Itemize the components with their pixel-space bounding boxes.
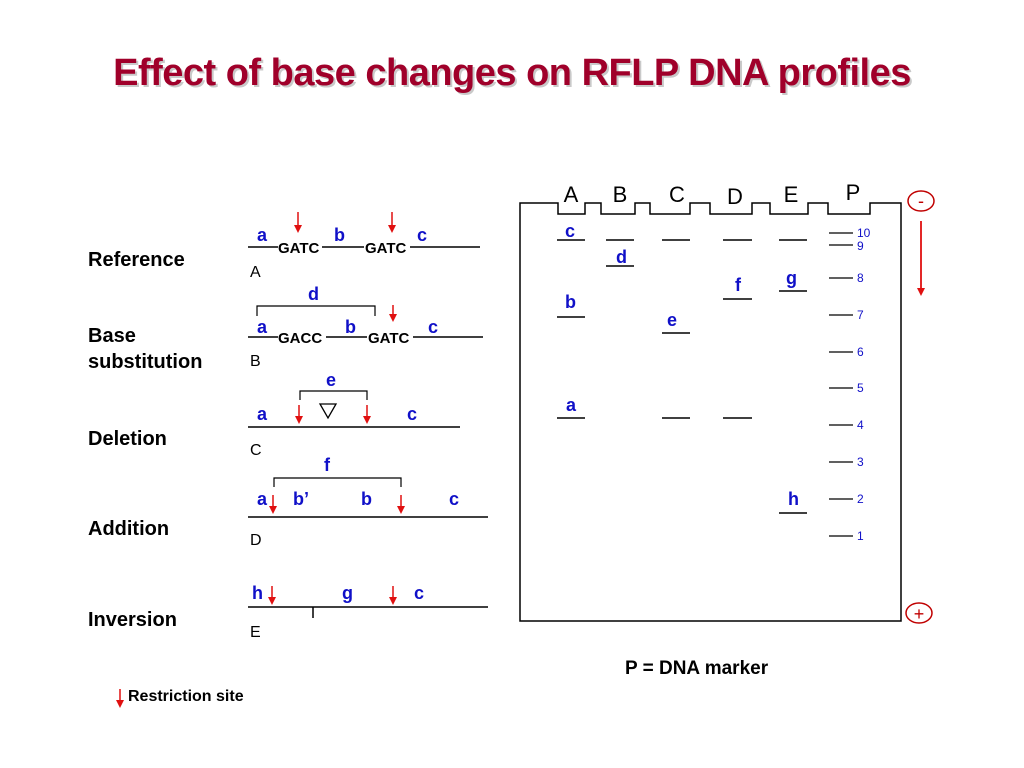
reference-sequence: GATC GATC a b c	[248, 212, 480, 257]
frag-label-d: d	[308, 284, 319, 304]
substitution-sequence: d GACC GATC a b c	[248, 284, 483, 347]
marker-num-2: 2	[857, 492, 864, 506]
band-label-b: b	[565, 292, 576, 312]
slide-title: Effect of base changes on RFLP DNA profi…	[113, 52, 911, 94]
frag-label-b: b	[345, 317, 356, 337]
marker-num-10: 10	[857, 226, 871, 240]
marker-ladder: 10 9 8 7 6 5 4 3 2 1	[829, 226, 871, 543]
lane-label-c: C	[669, 182, 685, 207]
frag-label-b-prime: b’	[293, 489, 309, 509]
marker-num-8: 8	[857, 271, 864, 285]
frag-label-c: c	[414, 583, 424, 603]
positive-electrode-icon	[905, 602, 933, 624]
site-gatc-2: GATC	[365, 240, 407, 257]
row-label-deletion: Deletion	[88, 428, 167, 450]
band-label-d: d	[616, 247, 627, 267]
site-gatc: GATC	[368, 330, 410, 347]
addition-sequence: f a b’ b c	[248, 455, 488, 518]
marker-num-4: 4	[857, 418, 864, 432]
legend-label: Restriction site	[128, 688, 244, 706]
site-gacc: GACC	[278, 330, 322, 347]
lane-label-a: A	[564, 182, 579, 207]
marker-caption: P = DNA marker	[625, 658, 769, 679]
gel-box	[519, 202, 902, 622]
row-label-base-substitution: Base substitution	[88, 325, 203, 373]
deletion-sequence: e a c	[248, 370, 460, 428]
frag-label-c: c	[449, 489, 459, 509]
row-label-reference: Reference	[88, 249, 185, 271]
frag-label-a: a	[257, 489, 268, 509]
frag-label-h: h	[252, 583, 263, 603]
caption-d: D	[250, 532, 262, 549]
frag-label-b: b	[334, 225, 345, 245]
caption-e: E	[250, 624, 261, 641]
deletion-triangle-icon	[318, 403, 338, 420]
frag-label-c: c	[428, 317, 438, 337]
frag-label-a: a	[257, 317, 268, 337]
band-label-a: a	[566, 395, 577, 415]
lane-label-d: D	[727, 184, 743, 209]
row-label-inversion: Inversion	[88, 609, 177, 631]
caption-b: B	[250, 353, 261, 370]
caption-a: A	[250, 264, 261, 281]
marker-num-6: 6	[857, 345, 864, 359]
band-label-h: h	[788, 489, 799, 509]
site-gatc-1: GATC	[278, 240, 320, 257]
row-label-addition: Addition	[88, 518, 170, 540]
frag-label-b: b	[361, 489, 372, 509]
band-label-c: c	[565, 221, 575, 241]
frag-label-a: a	[257, 404, 268, 424]
marker-num-1: 1	[857, 529, 864, 543]
lane-label-e: E	[784, 182, 799, 207]
marker-num-5: 5	[857, 381, 864, 395]
negative-sign: -	[918, 191, 924, 211]
inversion-sequence: h g c	[248, 583, 488, 618]
frag-label-f: f	[324, 455, 331, 475]
legend-text: Restriction site	[128, 688, 244, 705]
frag-label-c: c	[407, 404, 417, 424]
band-label-e: e	[667, 310, 677, 330]
frag-label-c: c	[417, 225, 427, 245]
marker-num-9: 9	[857, 239, 864, 253]
negative-electrode-icon	[907, 190, 935, 212]
positive-sign: +	[914, 604, 925, 624]
marker-num-7: 7	[857, 308, 864, 322]
band-label-g: g	[786, 268, 797, 288]
caption-c: C	[250, 442, 262, 459]
frag-label-e: e	[326, 370, 336, 390]
frag-label-a: a	[257, 225, 268, 245]
lane-label-b: B	[613, 182, 628, 207]
lane-label-p: P	[846, 180, 861, 205]
frag-label-g: g	[342, 583, 353, 603]
marker-num-3: 3	[857, 455, 864, 469]
band-label-f: f	[735, 275, 742, 295]
